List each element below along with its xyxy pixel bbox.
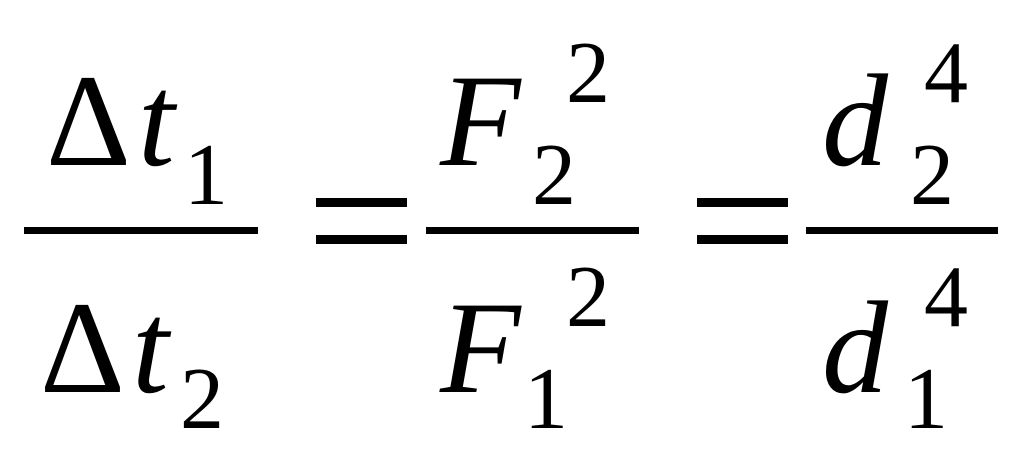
fraction-delta-t: Δ t 1 Δ t 2: [0, 0, 270, 461]
numerator-variable: d: [822, 47, 888, 194]
denominator-variable: d: [822, 274, 888, 421]
denominator-variable: t: [132, 274, 169, 421]
denominator-exponent: 2: [566, 249, 610, 346]
denominator-delta: Δ: [40, 274, 125, 421]
denominator-subscript: 1: [904, 351, 948, 448]
numerator-variable: F: [440, 47, 521, 194]
denominator-exponent: 4: [924, 249, 968, 346]
fraction-bar: [24, 227, 258, 234]
equals-line-bottom: [316, 235, 407, 244]
numerator-subscript: 2: [910, 127, 954, 224]
denominator-subscript: 2: [180, 351, 224, 448]
fraction-diameter: d 2 4 d 1 4: [800, 0, 1024, 461]
fraction-force: F 2 2 F 1 2: [420, 0, 650, 461]
equals-sign: [697, 198, 788, 244]
numerator-variable: t: [138, 47, 175, 194]
equals-line-top: [697, 198, 788, 207]
equals-line-bottom: [697, 235, 788, 244]
numerator-exponent: 4: [924, 25, 968, 122]
numerator-exponent: 2: [566, 25, 610, 122]
fraction-bar: [806, 227, 998, 234]
numerator-subscript: 2: [532, 127, 576, 224]
equals-line-top: [316, 198, 407, 207]
denominator-subscript: 1: [524, 351, 568, 448]
fraction-bar: [426, 227, 639, 234]
denominator-variable: F: [440, 274, 521, 421]
numerator-subscript: 1: [184, 127, 228, 224]
numerator-delta: Δ: [46, 47, 131, 194]
equals-sign: [316, 198, 407, 244]
